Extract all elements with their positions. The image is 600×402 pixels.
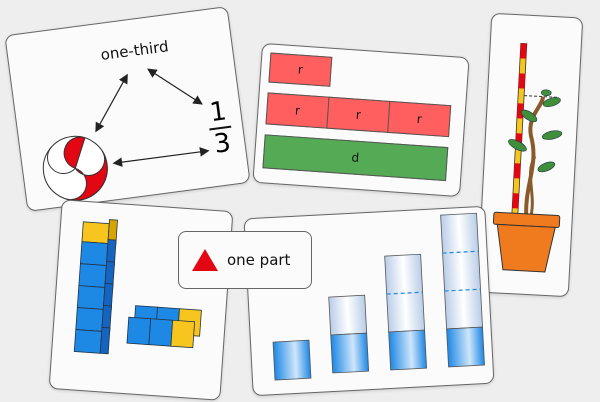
plant-card — [476, 12, 584, 298]
one-part-text: one part — [227, 251, 291, 269]
arrow-word-to-circle — [95, 73, 128, 133]
repeated-bar-3: r — [387, 100, 452, 138]
arrow-circle-to-fraction — [112, 147, 210, 167]
cylinders-card — [243, 205, 495, 397]
cylinder-3 — [384, 253, 426, 333]
flower-pot — [492, 211, 561, 273]
fraction-representations-card: one-third 1 3 — [4, 6, 251, 212]
cylinder-2 — [328, 294, 368, 336]
cylinder-4 — [440, 212, 483, 330]
unit-bar: r — [268, 52, 333, 87]
red-triangle-icon — [192, 249, 218, 271]
whole-bar: d — [262, 134, 449, 182]
arrows-and-circle — [42, 68, 210, 201]
repeated-bar-2: r — [326, 96, 391, 133]
repeated-bar-1: r — [265, 92, 330, 129]
blocks-card — [48, 199, 234, 401]
linking-cubes-icon — [73, 219, 202, 355]
arrow-word-to-fraction — [147, 68, 203, 105]
one-part-label: one part — [178, 231, 312, 289]
plant-with-measuring-stick-icon — [492, 42, 563, 273]
cylinder-1 — [272, 339, 312, 381]
measuring-cylinders — [272, 212, 485, 381]
measuring-stick — [510, 42, 528, 224]
one-third-circle-icon — [42, 135, 108, 201]
bar-model-card: r r r r d — [252, 42, 470, 198]
